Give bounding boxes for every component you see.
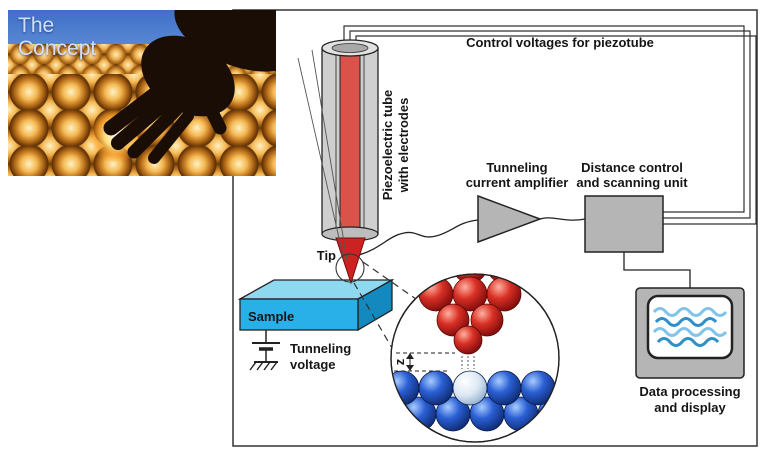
magnification-guides xyxy=(353,261,417,349)
amplifier-label-2: current amplifier xyxy=(466,175,569,190)
screen-waveforms xyxy=(652,307,728,347)
tip-label: Tip xyxy=(317,248,336,263)
tip-whisker-wires xyxy=(297,49,348,261)
gap-dimension: z xyxy=(392,352,455,372)
display-wire xyxy=(623,252,691,288)
gap-distance-label: z xyxy=(392,358,407,365)
sample-front-face xyxy=(239,298,359,331)
tip-magnifier-circle xyxy=(335,253,365,283)
display-monitor xyxy=(635,287,745,379)
apex-atom xyxy=(453,325,483,355)
hand-silhouette xyxy=(103,10,276,164)
distance-control-box xyxy=(584,195,664,253)
tube-inner-electrode xyxy=(339,49,361,235)
tip-cone xyxy=(335,237,366,285)
tunneling-voltage-source xyxy=(249,330,280,371)
arrow-up-icon xyxy=(406,353,414,359)
display-label-1: Data processing xyxy=(639,384,740,399)
schematic-frame xyxy=(232,9,758,447)
piezoelectric-tube xyxy=(321,39,379,285)
concept-photo: The Concept xyxy=(8,10,276,176)
photo-title-line1: The xyxy=(18,14,55,37)
sample-label: Sample xyxy=(248,309,294,324)
tunneling-current-wire xyxy=(358,219,479,256)
distance-label-1: Distance control xyxy=(581,160,683,175)
amplifier-output-wire xyxy=(539,217,586,221)
piezo-tube-label-2: with electrodes xyxy=(396,98,411,194)
amplifier-triangle xyxy=(477,194,543,244)
monitor-screen xyxy=(646,294,734,360)
highlighted-atom xyxy=(452,370,488,406)
amplifier-label-1: Tunneling xyxy=(486,160,547,175)
control-voltages-label: Control voltages for piezotube xyxy=(466,35,654,50)
tunneling-voltage-label-2: voltage xyxy=(290,357,336,372)
photo-title-line2: Concept xyxy=(18,37,97,60)
arrow-down-icon xyxy=(406,365,414,371)
distance-label-2: and scanning unit xyxy=(576,175,688,190)
tunneling-voltage-label-1: Tunneling xyxy=(290,341,351,356)
piezo-tube-label-1: Piezoelectric tube xyxy=(380,90,395,201)
sample-block xyxy=(237,278,395,332)
inset-rim xyxy=(390,273,560,443)
display-label-2: and display xyxy=(654,400,726,415)
hand-overlay xyxy=(89,10,276,164)
